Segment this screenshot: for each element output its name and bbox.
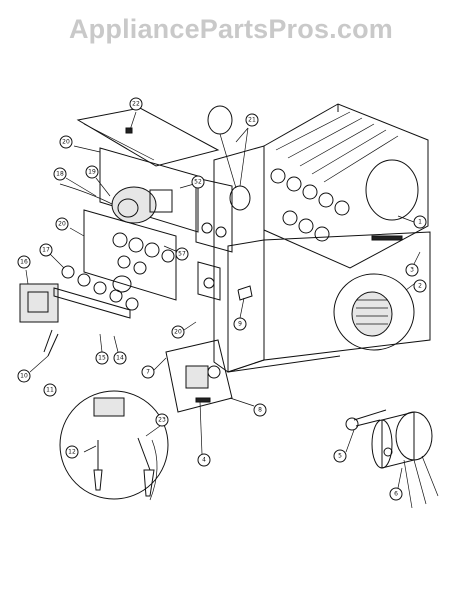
callout-20-left: 20 <box>55 217 69 231</box>
callout-12: 12 <box>65 445 79 459</box>
gas-valve-assembly <box>19 265 139 357</box>
svg-text:5: 5 <box>338 453 342 460</box>
burner-assembly <box>59 147 199 301</box>
svg-text:1: 1 <box>418 219 422 226</box>
svg-text:14: 14 <box>116 355 124 362</box>
callout-2: 2 <box>413 279 427 293</box>
svg-text:21: 21 <box>248 117 256 124</box>
svg-text:12: 12 <box>68 449 76 456</box>
svg-text:11: 11 <box>46 387 54 394</box>
svg-text:19: 19 <box>88 169 96 176</box>
ignitor-detail <box>59 390 169 501</box>
callout-4: 4 <box>197 453 211 467</box>
top-panel <box>76 107 220 167</box>
svg-text:10: 10 <box>20 373 28 380</box>
callout-18: 18 <box>53 167 67 181</box>
svg-text:18: 18 <box>56 171 64 178</box>
callout-21: 21 <box>245 113 259 127</box>
svg-text:16: 16 <box>20 259 28 266</box>
blower-motor <box>345 409 439 509</box>
callout-3: 3 <box>405 263 419 277</box>
heat-exchanger <box>263 103 429 269</box>
callout-22: 22 <box>129 97 143 111</box>
callout-17: 17 <box>39 243 53 257</box>
callout-9: 9 <box>233 317 247 331</box>
callout-23: 23 <box>155 413 169 427</box>
svg-text:20: 20 <box>62 139 70 146</box>
svg-text:3: 3 <box>410 267 414 274</box>
callout-1: 1 <box>413 215 427 229</box>
callout-15: 15 <box>95 351 109 365</box>
svg-text:7: 7 <box>146 369 150 376</box>
svg-text:20: 20 <box>58 221 66 228</box>
callout-6: 6 <box>389 487 403 501</box>
callout-16: 16 <box>17 255 31 269</box>
watermark: AppliancePartsPros.com <box>68 14 393 44</box>
divider-panel <box>195 177 233 301</box>
svg-text:57: 57 <box>178 251 186 258</box>
callout-19: 19 <box>85 165 99 179</box>
control-board <box>165 339 233 413</box>
limit-switch <box>207 105 251 211</box>
svg-text:8: 8 <box>258 407 262 414</box>
callout-8: 8 <box>253 403 267 417</box>
svg-text:15: 15 <box>98 355 106 362</box>
svg-text:2: 2 <box>418 283 422 290</box>
callout-5: 5 <box>333 449 347 463</box>
svg-text:22: 22 <box>132 101 140 108</box>
furnace-cabinet <box>213 145 431 373</box>
callout-57: 57 <box>175 247 189 261</box>
callout-11: 11 <box>43 383 57 397</box>
svg-text:23: 23 <box>158 417 166 424</box>
svg-text:9: 9 <box>238 321 242 328</box>
svg-text:17: 17 <box>42 247 50 254</box>
svg-text:6: 6 <box>394 491 398 498</box>
callout-10: 10 <box>17 369 31 383</box>
callout-20-top: 20 <box>59 135 73 149</box>
svg-text:4: 4 <box>202 457 206 464</box>
callout-20-center: 20 <box>171 325 185 339</box>
svg-text:20: 20 <box>174 329 182 336</box>
callout-52: 52 <box>191 175 205 189</box>
callout-7: 7 <box>141 365 155 379</box>
leader-lines <box>25 111 421 489</box>
svg-text:52: 52 <box>194 179 202 186</box>
callout-14: 14 <box>113 351 127 365</box>
